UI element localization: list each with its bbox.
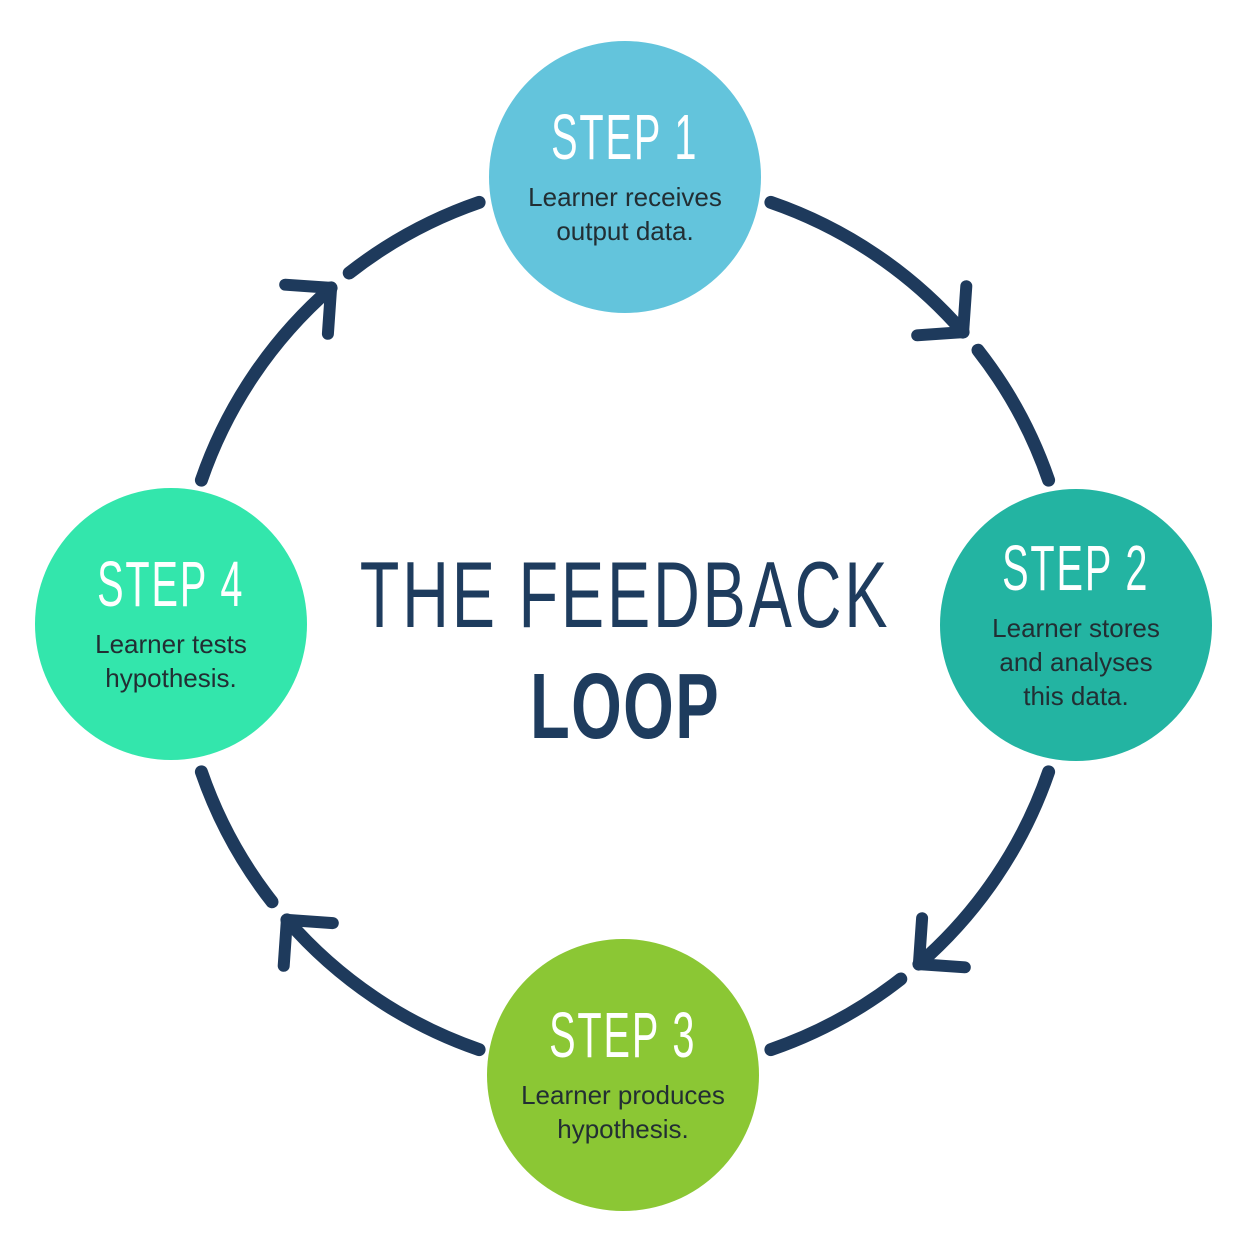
- step-4-label: STEP 4: [97, 548, 245, 621]
- arc-right-to-bottom-a: [912, 765, 1056, 971]
- step-3-label: STEP 3: [549, 999, 697, 1072]
- diagram-title-line1: THE FEEDBACK: [359, 542, 891, 647]
- loop-arcs: [194, 195, 1056, 1057]
- arc-right-to-bottom-b: [764, 972, 908, 1057]
- arc-top-to-right-b: [971, 343, 1056, 487]
- arrowhead-top-left-icon: [279, 278, 338, 340]
- step-1-circle: STEP 1 Learner receives output data.: [489, 41, 761, 313]
- arc-bottom-to-left-a: [280, 913, 486, 1057]
- arc-bottom-to-left-b: [194, 765, 279, 909]
- step-4-circle: STEP 4 Learner tests hypothesis.: [35, 488, 307, 760]
- step-4-description: Learner tests hypothesis.: [95, 629, 247, 693]
- arc-left-to-top-b: [342, 195, 486, 280]
- diagram-title: THE FEEDBACK LOOP: [0, 548, 1250, 753]
- loop-arrowheads: [277, 278, 973, 974]
- step-2-description: Learner stores and analyses this data.: [992, 613, 1160, 711]
- arc-left-to-top-a: [194, 281, 338, 487]
- step-1-description: Learner receives output data.: [528, 182, 722, 246]
- arrowhead-bottom-right-icon: [912, 912, 971, 974]
- step-3-circle: STEP 3 Learner produces hypothesis.: [487, 939, 759, 1211]
- step-2-label: STEP 2: [1002, 532, 1150, 605]
- step-1-label: STEP 1: [551, 101, 699, 174]
- diagram-title-line2: LOOP: [529, 654, 721, 758]
- step-3-description: Learner produces hypothesis.: [521, 1080, 725, 1144]
- arrowhead-top-right-icon: [911, 280, 973, 342]
- arrowhead-bottom-left-icon: [277, 913, 339, 972]
- step-2-circle: STEP 2 Learner stores and analyses this …: [940, 489, 1212, 761]
- arc-top-to-right-a: [764, 195, 970, 339]
